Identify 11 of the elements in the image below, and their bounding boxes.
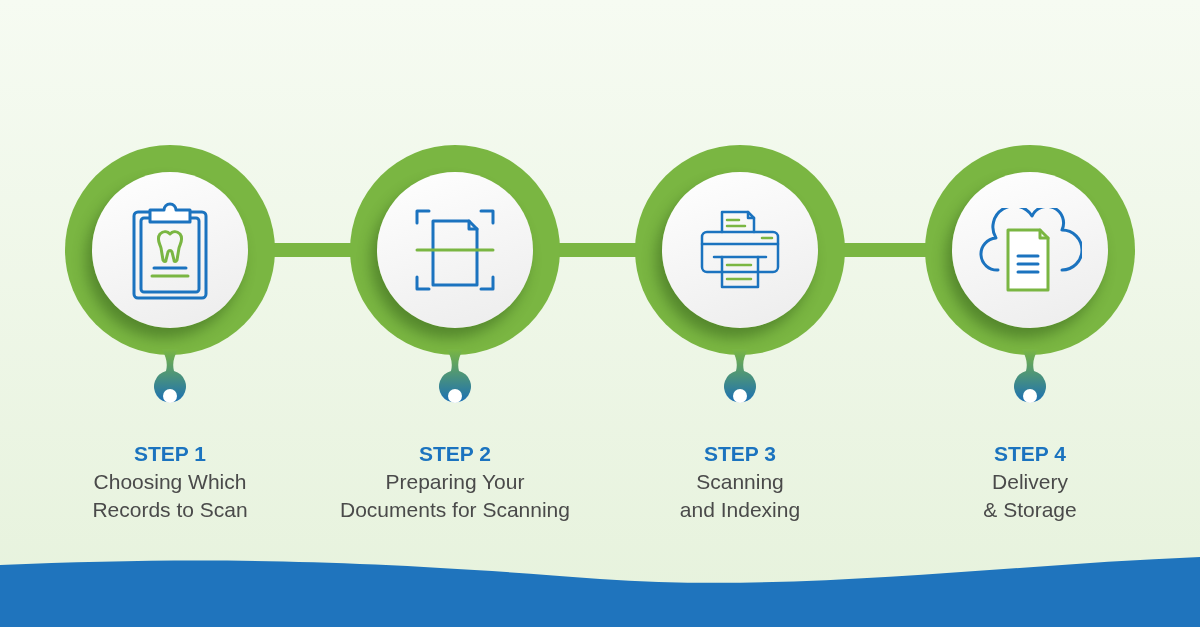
step-title: STEP 4 <box>994 441 1066 467</box>
connector-band <box>843 243 927 257</box>
step-title: STEP 1 <box>134 441 206 467</box>
connector-band <box>558 243 637 257</box>
step-title: STEP 2 <box>419 441 491 467</box>
step-description: Preparing Your Documents for Scanning <box>339 469 571 523</box>
step-title: STEP 3 <box>704 441 776 467</box>
step-description: Delivery & Storage <box>982 469 1078 523</box>
step-description: Choosing Which Records to Scan <box>91 469 249 523</box>
connector-band <box>273 243 352 257</box>
step-description: Scanning and Indexing <box>679 469 801 523</box>
